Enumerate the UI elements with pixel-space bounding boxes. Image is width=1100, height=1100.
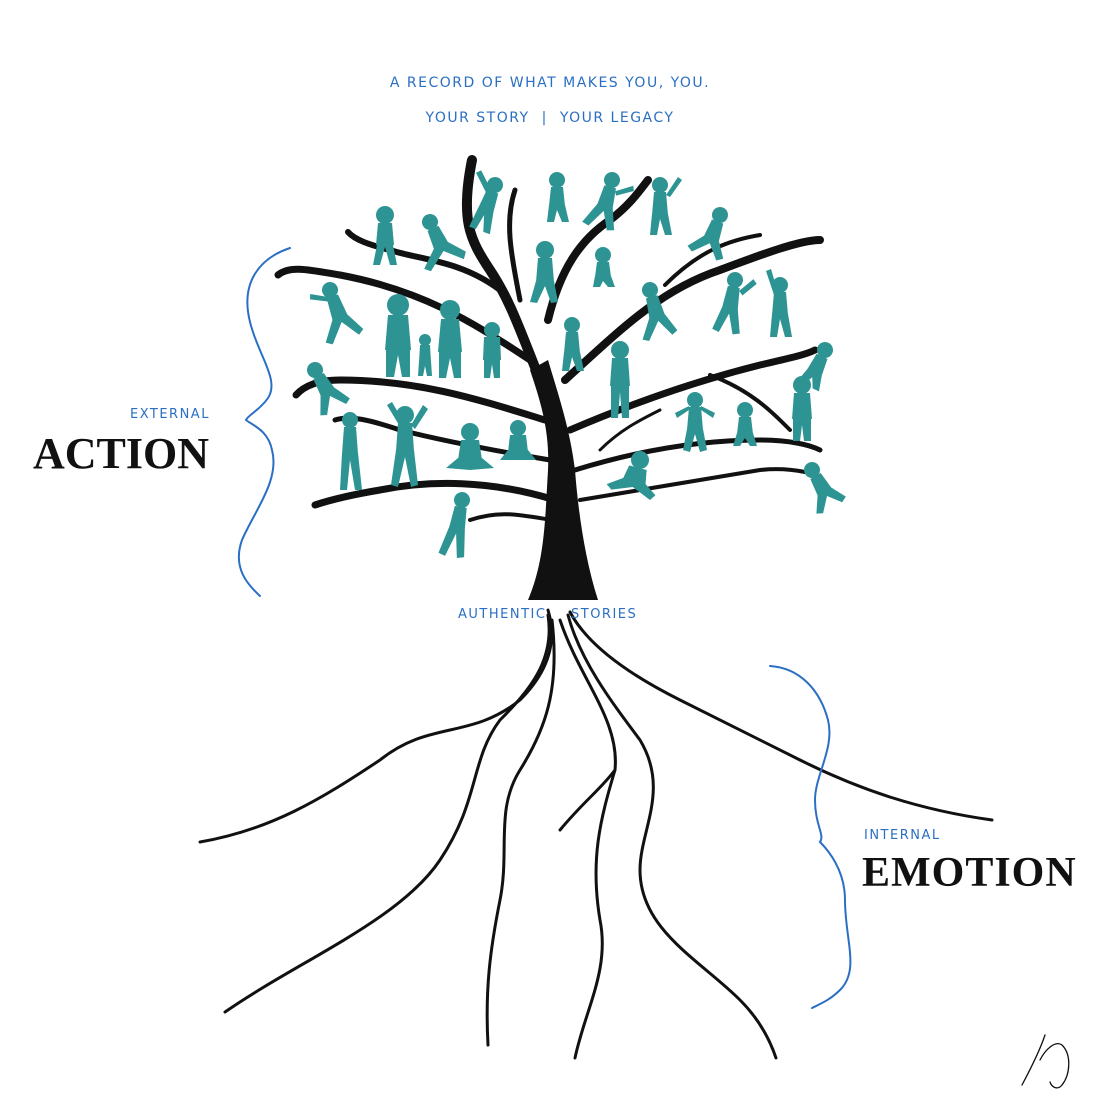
left-brace: [237, 247, 291, 597]
person-silhouette-icon: [766, 269, 792, 337]
person-silhouette-icon: [340, 412, 362, 490]
people-figures: [307, 170, 846, 558]
person-silhouette-icon: [422, 214, 466, 272]
artist-signature-icon: [1021, 1034, 1070, 1089]
tagline: A RECORD OF WHAT MAKES YOU, YOU.: [389, 75, 711, 91]
person-silhouette-icon: [385, 294, 411, 377]
trunk: [528, 360, 598, 600]
person-silhouette-icon: [675, 392, 715, 452]
person-silhouette-icon: [446, 423, 494, 470]
person-silhouette-icon: [438, 492, 470, 558]
person-silhouette-icon: [642, 282, 678, 341]
story-legacy-line: YOUR STORY | YOUR LEGACY: [0, 110, 1100, 126]
person-silhouette-icon: [593, 247, 615, 287]
your-legacy-label: YOUR LEGACY: [559, 110, 675, 126]
separator: |: [541, 110, 548, 126]
person-silhouette-icon: [373, 206, 397, 265]
person-silhouette-icon: [530, 241, 558, 303]
person-silhouette-icon: [792, 376, 812, 441]
person-silhouette-icon: [307, 362, 350, 416]
person-silhouette-icon: [733, 402, 757, 446]
external-label: EXTERNAL: [130, 407, 210, 422]
emotion-label: EMOTION: [862, 850, 1077, 896]
stories-label: STORIES: [571, 607, 638, 622]
person-silhouette-icon: [804, 462, 846, 514]
braces: [237, 247, 852, 1009]
authentic-label: AUTHENTIC: [458, 607, 547, 622]
person-silhouette-icon: [797, 342, 833, 392]
person-silhouette-icon: [610, 341, 630, 418]
person-silhouette-icon: [562, 317, 584, 371]
person-silhouette-icon: [310, 282, 364, 345]
person-silhouette-icon: [712, 272, 757, 335]
person-silhouette-icon: [469, 170, 503, 235]
person-silhouette-icon: [438, 300, 462, 378]
person-silhouette-icon: [687, 207, 728, 261]
person-silhouette-icon: [582, 172, 634, 231]
person-silhouette-icon: [500, 420, 536, 460]
person-silhouette-icon: [650, 177, 682, 235]
person-silhouette-icon: [387, 402, 428, 487]
person-silhouette-icon: [547, 172, 569, 222]
right-brace: [769, 665, 852, 1009]
person-silhouette-icon: [483, 322, 501, 378]
roots: [198, 608, 994, 1060]
person-silhouette-icon: [606, 451, 656, 500]
your-story-label: YOUR STORY: [425, 110, 530, 126]
action-label: ACTION: [33, 429, 210, 478]
person-silhouette-icon: [418, 334, 432, 376]
internal-label: INTERNAL: [864, 828, 941, 843]
